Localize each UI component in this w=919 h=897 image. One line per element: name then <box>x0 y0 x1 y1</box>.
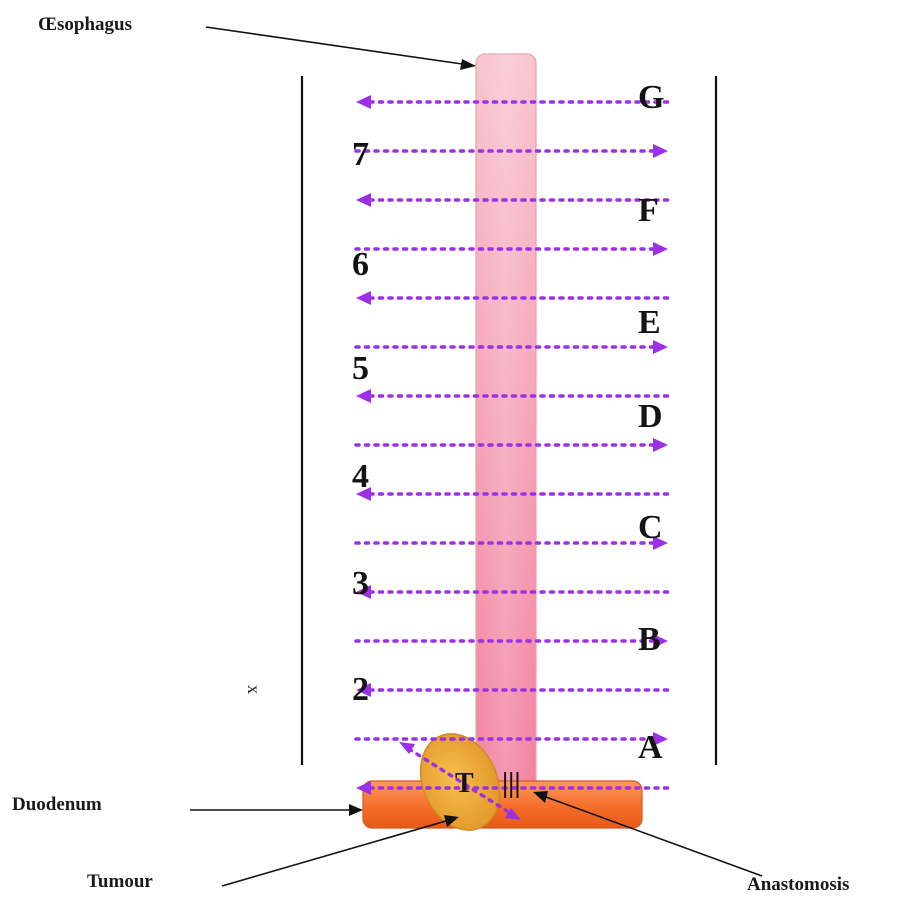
oesophagus-pointer <box>205 26 476 70</box>
tumour-label: Tumour <box>87 871 153 892</box>
sweep-arrow-left <box>356 291 670 305</box>
anastomosis-tag: ||| <box>502 768 521 799</box>
diagonal-sweep-arrow <box>399 742 521 820</box>
oesophagus-tube <box>475 53 537 793</box>
sweep-arrow-right <box>354 732 668 746</box>
duodenum-label: Duodenum <box>12 794 102 815</box>
zone-label-B: B <box>638 621 661 658</box>
tumour-pointer <box>221 815 459 887</box>
sweep-arrow-left <box>356 781 670 795</box>
anastomosis-label: Anastomosis <box>747 874 849 895</box>
zone-label-7: 7 <box>352 136 369 173</box>
axis-x-label: x <box>244 685 264 694</box>
zone-label-6: 6 <box>352 246 369 283</box>
sweep-arrow-right <box>354 634 668 648</box>
sweep-arrows <box>354 95 670 795</box>
sweep-arrow-left <box>356 389 670 403</box>
zone-label-E: E <box>638 304 661 341</box>
anastomosis-pointer <box>533 791 763 877</box>
oesophagus-label: Œsophagus <box>38 14 132 35</box>
letter-zone-labels: A B C D E F G <box>638 79 664 766</box>
sweep-arrow-left <box>356 487 670 501</box>
sweep-arrow-left <box>356 193 670 207</box>
sweep-arrow-right <box>354 144 668 158</box>
zone-label-C: C <box>638 509 663 546</box>
zone-label-D: D <box>638 398 663 435</box>
zone-label-F: F <box>638 192 659 229</box>
zone-label-4: 4 <box>352 458 369 495</box>
tumour-tag: T <box>455 768 474 799</box>
zone-label-5: 5 <box>352 350 369 387</box>
number-zone-labels: 2 3 4 5 6 7 <box>352 136 369 708</box>
duodenum-pointer <box>190 804 363 816</box>
sweep-arrow-left <box>356 585 670 599</box>
sweep-arrow-left <box>356 683 670 697</box>
zone-label-A: A <box>638 729 663 766</box>
sweep-arrow-right <box>354 340 668 354</box>
zone-label-3: 3 <box>352 565 369 602</box>
sweep-arrow-left <box>356 95 670 109</box>
sweep-arrow-right <box>354 438 668 452</box>
sweep-arrow-right <box>354 242 668 256</box>
sweep-arrow-right <box>354 536 668 550</box>
zone-label-2: 2 <box>352 671 369 708</box>
zone-label-G: G <box>638 79 664 116</box>
